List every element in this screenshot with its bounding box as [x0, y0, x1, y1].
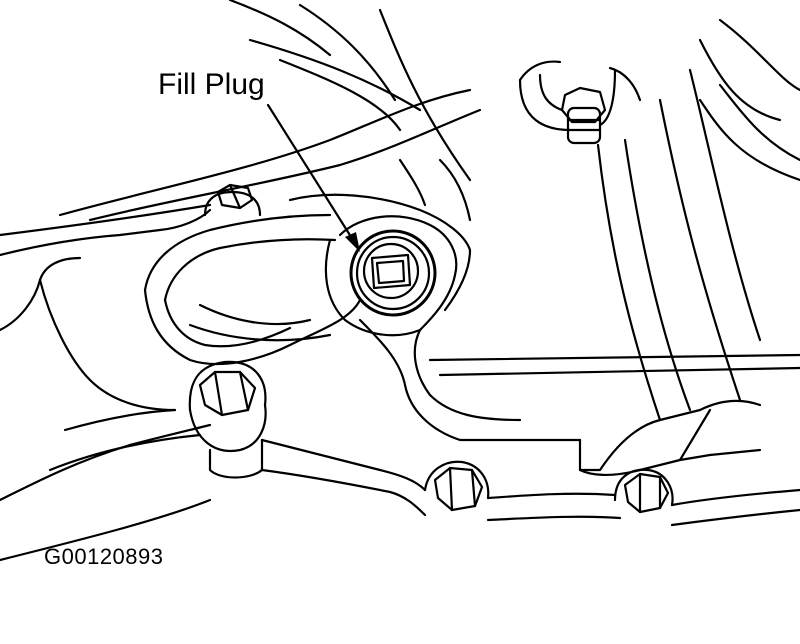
fill-plug	[349, 229, 437, 317]
bolt-upper-left	[203, 183, 262, 217]
callout-arrow	[266, 103, 360, 252]
bolt-bottom-center	[423, 460, 490, 512]
stud-top-right	[518, 60, 642, 145]
upper-housing-lines	[0, 0, 482, 237]
top-right-curve	[698, 18, 800, 122]
left-housing-flange	[0, 208, 212, 502]
right-frame-lines	[428, 68, 800, 476]
fill-plug-boss	[288, 193, 582, 442]
lower-housing	[0, 438, 800, 562]
fill-plug-label: Fill Plug	[158, 68, 265, 101]
casting-rib	[143, 213, 362, 366]
bolt-middle-left	[188, 360, 267, 479]
bolt-bottom-right	[613, 468, 674, 514]
figure-id-label: G00120893	[44, 544, 164, 569]
